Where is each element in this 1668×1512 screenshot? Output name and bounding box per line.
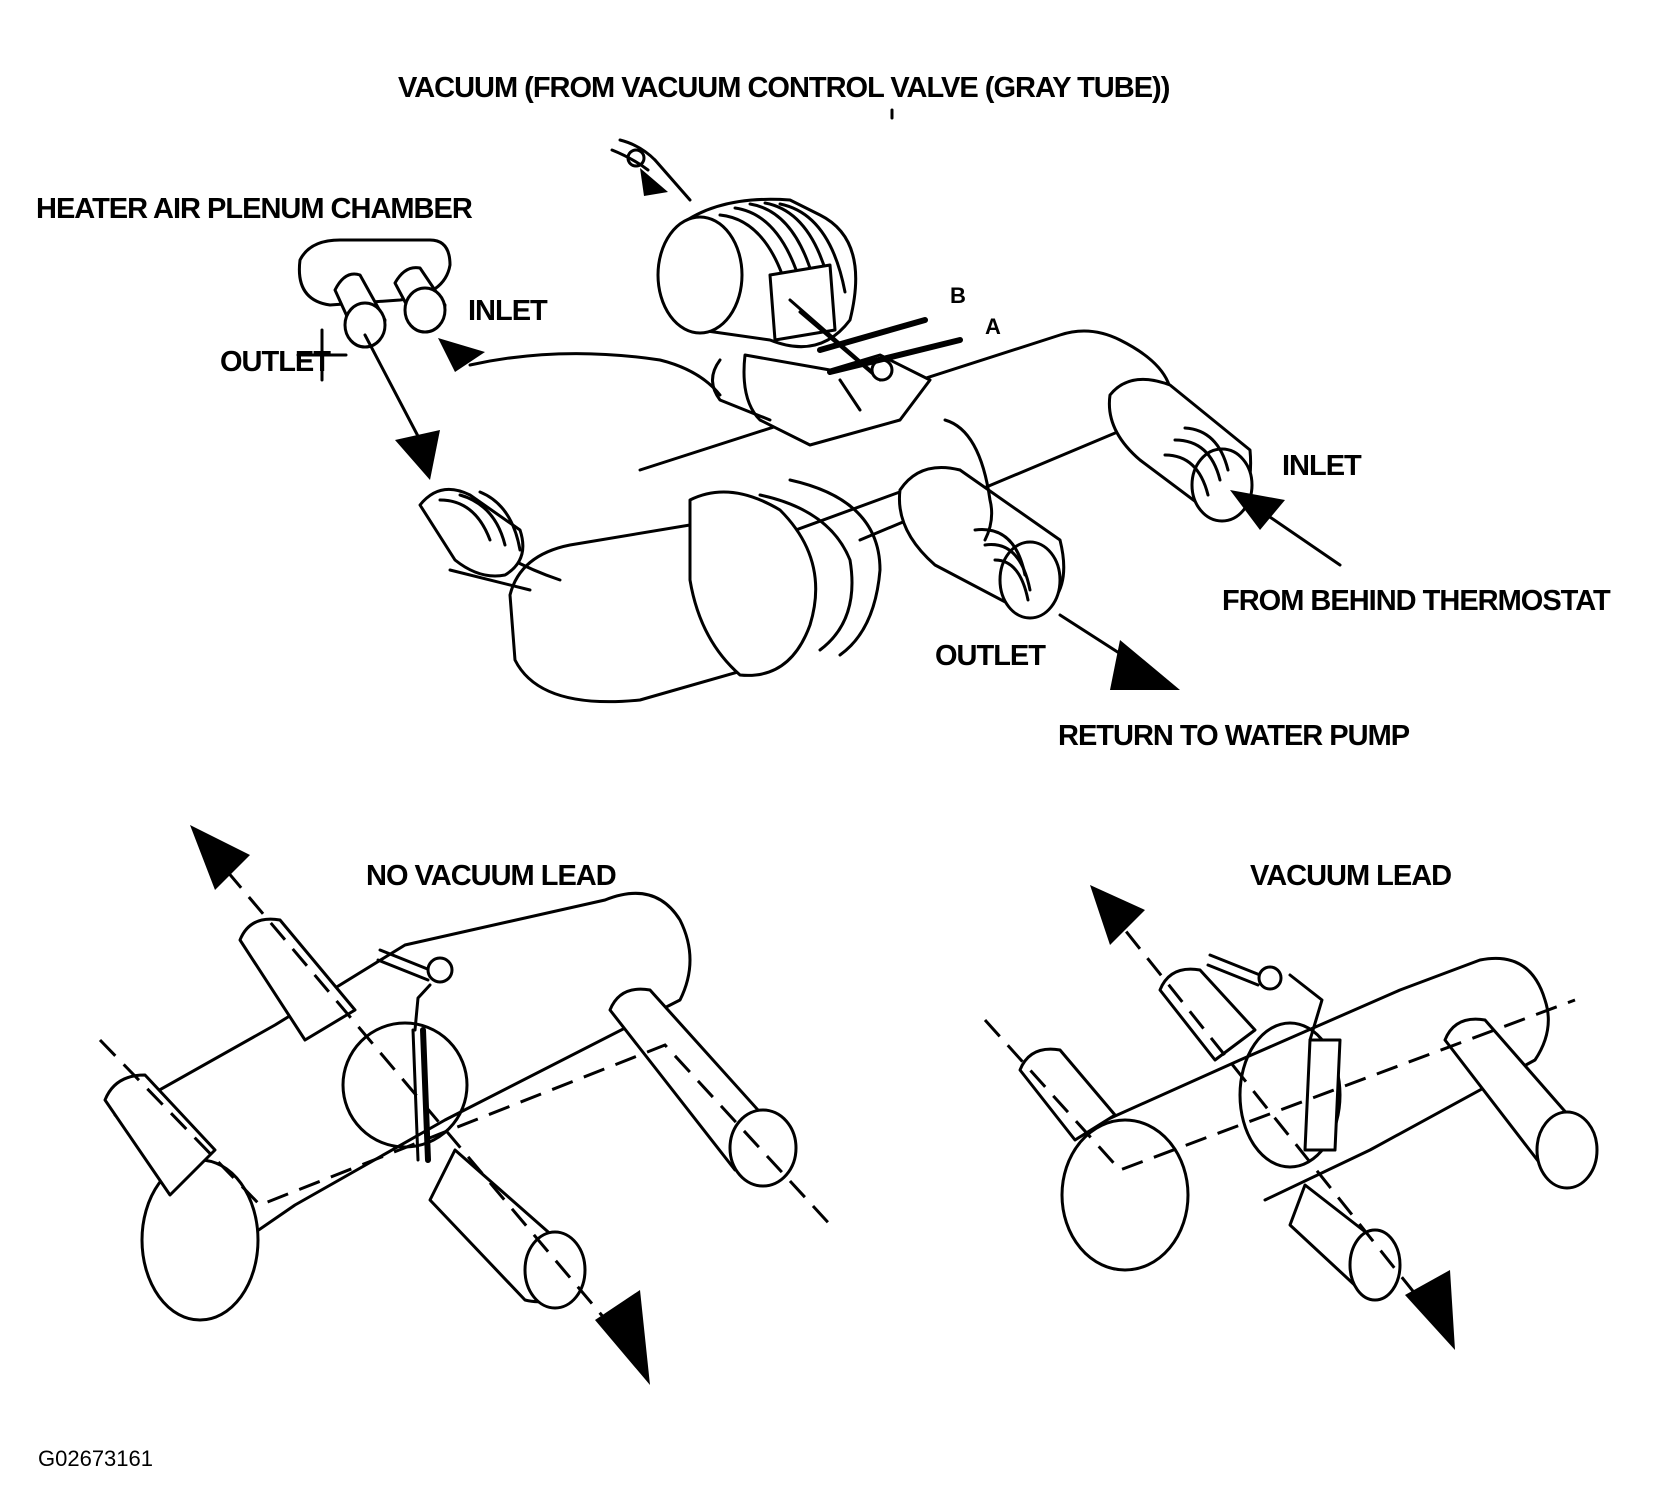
heater-plenum-label: HEATER AIR PLENUM CHAMBER xyxy=(36,193,473,225)
no-vacuum-lead-illustration xyxy=(98,825,837,1385)
figure-id-label: G02673161 xyxy=(38,1446,153,1471)
valve-outlet-label: OUTLET xyxy=(935,640,1046,672)
return-to-water-pump-label: RETURN TO WATER PUMP xyxy=(1058,720,1410,752)
from-behind-thermostat-label: FROM BEHIND THERMOSTAT xyxy=(1222,585,1611,617)
position-b-label: B xyxy=(950,283,966,308)
valve-inlet-label: INLET xyxy=(1282,450,1362,482)
flow-arrows-top xyxy=(363,333,1342,690)
plenum-inlet-label: INLET xyxy=(468,295,548,327)
position-a-label: A xyxy=(985,314,1001,339)
heater-plenum-chamber xyxy=(297,238,452,349)
vacuum-lead-title: VACUUM LEAD xyxy=(1250,860,1452,892)
crosshair-mark xyxy=(296,328,348,382)
vacuum-lead-illustration xyxy=(983,885,1599,1350)
vacuum-source-label: VACUUM (FROM VACUUM CONTROL VALVE (GRAY … xyxy=(398,72,1170,104)
valve-assembly-illustration xyxy=(418,138,1254,704)
plenum-outlet-label: OUTLET xyxy=(220,346,331,378)
no-vacuum-lead-title: NO VACUUM LEAD xyxy=(366,860,617,892)
